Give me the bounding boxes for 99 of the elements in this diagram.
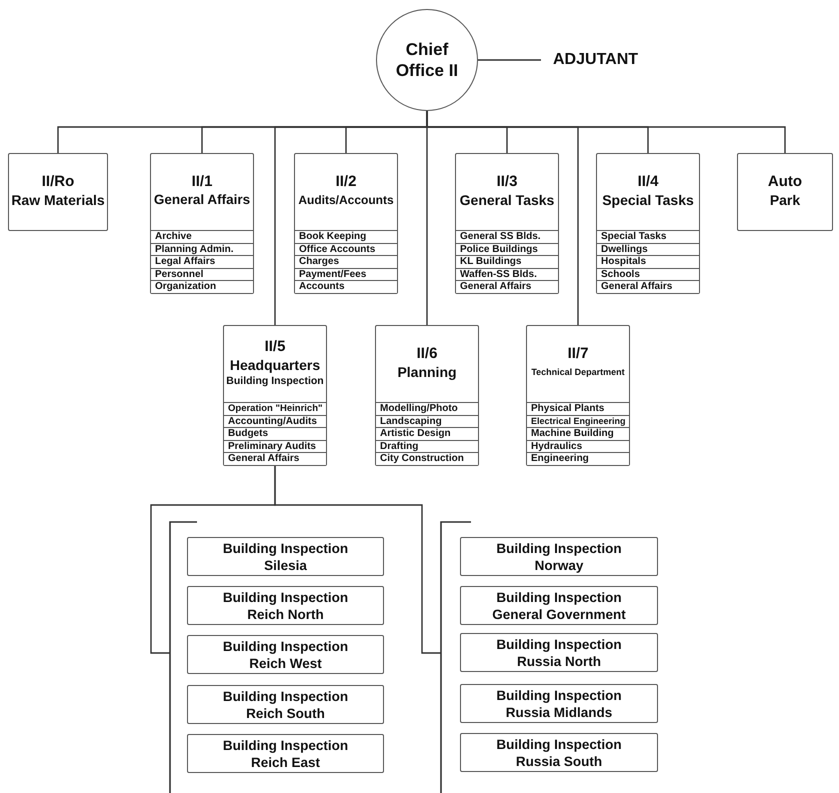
task-row: Office Accounts [295, 242, 397, 256]
task-row: Payment/Fees [295, 268, 397, 280]
role-label: ADJUTANT [553, 46, 683, 74]
inspection-text: Building Inspection [222, 540, 348, 556]
chief-title: Office II [396, 60, 458, 81]
inspection-box [460, 633, 658, 672]
unit-code: II/6 [416, 344, 438, 363]
unit-name: Audits/Accounts [298, 192, 394, 209]
task-row: Modelling/Photo [376, 402, 478, 415]
bracket-line [440, 521, 471, 793]
task-row: Schools [597, 268, 699, 280]
task-row: Budgets [224, 427, 326, 440]
inspection-text: Building Inspection [222, 736, 348, 754]
unit-code: II/4 [638, 172, 658, 191]
department-box [375, 325, 479, 466]
inspection-box [187, 734, 384, 773]
task-row: City Construction [376, 452, 478, 465]
task-row: Accounts [295, 280, 397, 293]
unit-name: Headquarters [230, 356, 320, 374]
inspection-box [187, 537, 384, 576]
inspection-box [187, 685, 384, 724]
department-box [223, 325, 327, 466]
task-row: Operation "Heinrich" [224, 402, 326, 415]
inspection-text: Building Inspection [496, 636, 622, 652]
department-box [596, 153, 700, 294]
task-row: Special Tasks [597, 230, 699, 243]
inspection-text: Reich West [249, 654, 322, 672]
connector-line [478, 59, 541, 61]
unit-code: II/7 [568, 344, 588, 363]
inspection-text: Building Inspection [222, 688, 348, 704]
connector-line [426, 111, 579, 325]
unit-name: Planning [397, 362, 457, 381]
inspection-box [460, 586, 658, 625]
task-row: Preliminary Audits [224, 440, 326, 452]
unit-code: II/Ro [42, 172, 74, 190]
task-row: Electrical Engineering [527, 414, 629, 428]
unit-name: Technical Department [531, 366, 625, 379]
connector-line [274, 466, 441, 654]
task-row: Hospitals [597, 255, 699, 268]
bracket-line [169, 521, 197, 793]
task-row: Planning Admin. [151, 242, 253, 256]
task-row: Waffen-SS Blds. [456, 268, 558, 280]
inspection-text: Silesia [264, 556, 307, 574]
inspection-text: Building Inspection [496, 540, 622, 556]
unit-code: II/1 [192, 172, 212, 191]
task-row: Hydraulics [527, 440, 629, 452]
inspection-text: Reich East [250, 754, 320, 770]
task-row: Physical Plants [527, 402, 629, 415]
unit-name: Raw Materials [11, 190, 105, 208]
department-box [294, 153, 398, 294]
inspection-text: General Government [492, 606, 626, 622]
task-row: General Affairs [597, 280, 699, 293]
task-row: General Affairs [224, 452, 326, 465]
task-row: Legal Affairs [151, 255, 253, 268]
department-box [526, 325, 630, 466]
unit-code: II/5 [264, 336, 286, 356]
unit-name: Park [770, 190, 800, 208]
inspection-text: Russia North [516, 652, 601, 670]
inspection-text: Building Inspection [496, 686, 622, 704]
unit-code: II/2 [336, 172, 356, 191]
inspection-text: Building Inspection [496, 736, 622, 752]
task-row: Machine Building [527, 427, 629, 440]
task-row: KL Buildings [456, 255, 558, 268]
department-box [8, 153, 108, 231]
inspection-box [460, 733, 658, 772]
unit-code: Auto [768, 172, 802, 190]
unit-subtitle: Building Inspection [226, 374, 324, 388]
unit-name: General Tasks [460, 190, 554, 209]
inspection-box [460, 684, 658, 723]
task-row: General Affairs [456, 280, 558, 293]
unit-name: General Affairs [154, 190, 250, 209]
task-row: Accounting/Audits [224, 414, 326, 428]
department-box [150, 153, 254, 294]
inspection-text: Building Inspection [222, 638, 348, 654]
inspection-text: Building Inspection [496, 588, 622, 606]
inspection-box [460, 537, 658, 576]
task-row: Personnel [151, 268, 253, 280]
inspection-text: Reich North [247, 606, 324, 622]
inspection-box [187, 635, 384, 674]
task-row: Organization [151, 280, 253, 293]
unit-name: Special Tasks [602, 190, 694, 209]
department-box [737, 153, 833, 231]
task-row: Drafting [376, 440, 478, 452]
inspection-box [187, 586, 384, 625]
unit-code: II/3 [496, 172, 518, 191]
task-row: Landscaping [376, 414, 478, 428]
inspection-text: Norway [534, 556, 584, 574]
task-row: Engineering [527, 452, 629, 465]
chief-title: Chief [406, 39, 448, 60]
task-row: Dwellings [597, 242, 699, 256]
task-row: Book Keeping [295, 230, 397, 243]
task-row: Police Buildings [456, 242, 558, 256]
inspection-text: Reich South [246, 704, 325, 722]
task-row: Artistic Design [376, 427, 478, 440]
department-box [455, 153, 559, 294]
task-row: Charges [295, 255, 397, 268]
inspection-text: Russia South [516, 752, 602, 770]
inspection-text: Russia Midlands [506, 704, 612, 720]
inspection-text: Building Inspection [222, 588, 348, 606]
